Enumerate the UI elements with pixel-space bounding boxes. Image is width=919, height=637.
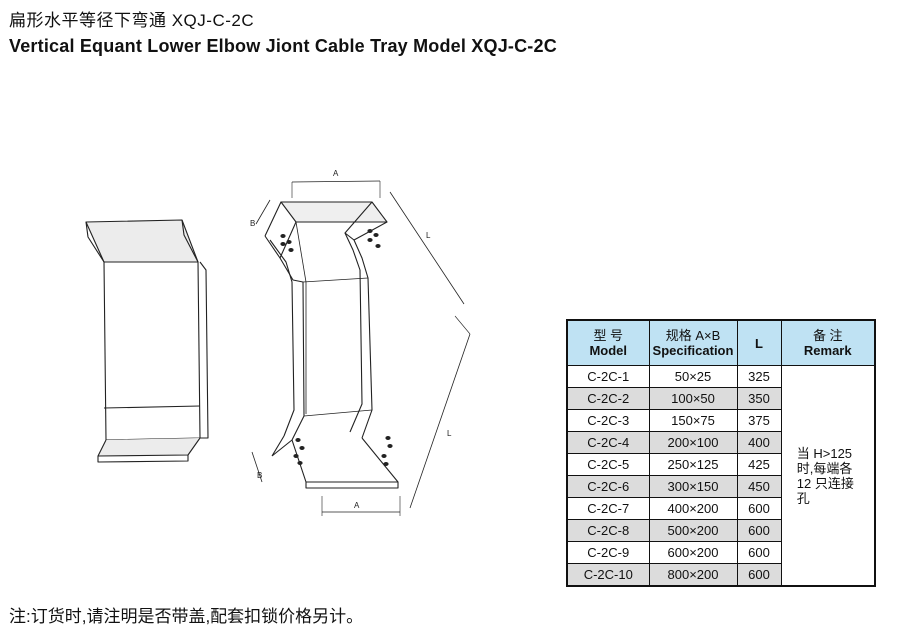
cell-length: 600 bbox=[736, 563, 782, 587]
dim-label-a-top: A bbox=[333, 169, 339, 178]
bolt-holes bbox=[280, 229, 393, 466]
header-length-label: L bbox=[755, 335, 763, 351]
cell-model: C-2C-7 bbox=[566, 497, 650, 520]
header-model-en: Model bbox=[589, 343, 628, 358]
title-chinese: 扁形水平等径下弯通 XQJ-C-2C bbox=[9, 11, 255, 30]
cell-model: C-2C-5 bbox=[566, 453, 650, 476]
header-remark-cn: 备 注 bbox=[812, 328, 843, 343]
cell-length: 600 bbox=[736, 541, 782, 564]
cell-model: C-2C-2 bbox=[566, 387, 650, 410]
header-model-cn: 型 号 bbox=[593, 328, 624, 343]
header-remark-en: Remark bbox=[803, 343, 852, 358]
dim-label-l-top: L bbox=[426, 231, 431, 240]
header-spec: 规格 A×B Specification bbox=[648, 319, 738, 366]
cell-length: 600 bbox=[736, 519, 782, 542]
cell-length: 325 bbox=[736, 365, 782, 388]
cell-spec: 200×100 bbox=[648, 431, 738, 454]
dim-label-l-bottom: L bbox=[447, 429, 452, 438]
header-length: L bbox=[736, 319, 782, 366]
cell-model: C-2C-1 bbox=[566, 365, 650, 388]
cell-spec: 800×200 bbox=[648, 563, 738, 587]
cell-spec: 250×125 bbox=[648, 453, 738, 476]
table-header-row: 型 号 Model 规格 A×B Specification L 备 注 Rem… bbox=[566, 319, 876, 366]
cell-length: 375 bbox=[736, 409, 782, 432]
cell-spec: 50×25 bbox=[648, 365, 738, 388]
dim-label-b-bottom: B bbox=[257, 471, 262, 480]
side-view-drawing bbox=[85, 219, 209, 463]
cell-model: C-2C-8 bbox=[566, 519, 650, 542]
dim-label-b-top: B bbox=[250, 219, 255, 228]
elbow-iso-drawing bbox=[251, 180, 471, 516]
header-spec-cn: 规格 A×B bbox=[665, 328, 721, 343]
cell-length: 425 bbox=[736, 453, 782, 476]
cell-length: 350 bbox=[736, 387, 782, 410]
dim-label-a-bottom: A bbox=[354, 501, 360, 510]
cell-model: C-2C-3 bbox=[566, 409, 650, 432]
header-model: 型 号 Model bbox=[566, 319, 650, 366]
cell-length: 400 bbox=[736, 431, 782, 454]
remark-text: 当 H>125 时,每端各 12 只连接孔 bbox=[796, 445, 854, 506]
footer-note: 注:订货时,请注明是否带盖,配套扣锁价格另计。 bbox=[9, 607, 364, 626]
cell-length: 600 bbox=[736, 497, 782, 520]
cell-spec: 100×50 bbox=[648, 387, 738, 410]
cell-model: C-2C-10 bbox=[566, 563, 650, 587]
cell-length: 450 bbox=[736, 475, 782, 498]
header-spec-en: Specification bbox=[652, 343, 734, 358]
cell-spec: 600×200 bbox=[648, 541, 738, 564]
cell-spec: 400×200 bbox=[648, 497, 738, 520]
cell-spec: 500×200 bbox=[648, 519, 738, 542]
cell-spec: 150×75 bbox=[648, 409, 738, 432]
cell-model: C-2C-9 bbox=[566, 541, 650, 564]
cell-model: C-2C-6 bbox=[566, 475, 650, 498]
cell-model: C-2C-4 bbox=[566, 431, 650, 454]
header-remark: 备 注 Remark bbox=[780, 319, 876, 366]
specification-table: 型 号 Model 规格 A×B Specification L 备 注 Rem… bbox=[566, 319, 876, 587]
title-english: Vertical Equant Lower Elbow Jiont Cable … bbox=[9, 36, 557, 56]
cell-remark: 当 H>125 时,每端各 12 只连接孔 bbox=[780, 365, 876, 587]
cell-spec: 300×150 bbox=[648, 475, 738, 498]
